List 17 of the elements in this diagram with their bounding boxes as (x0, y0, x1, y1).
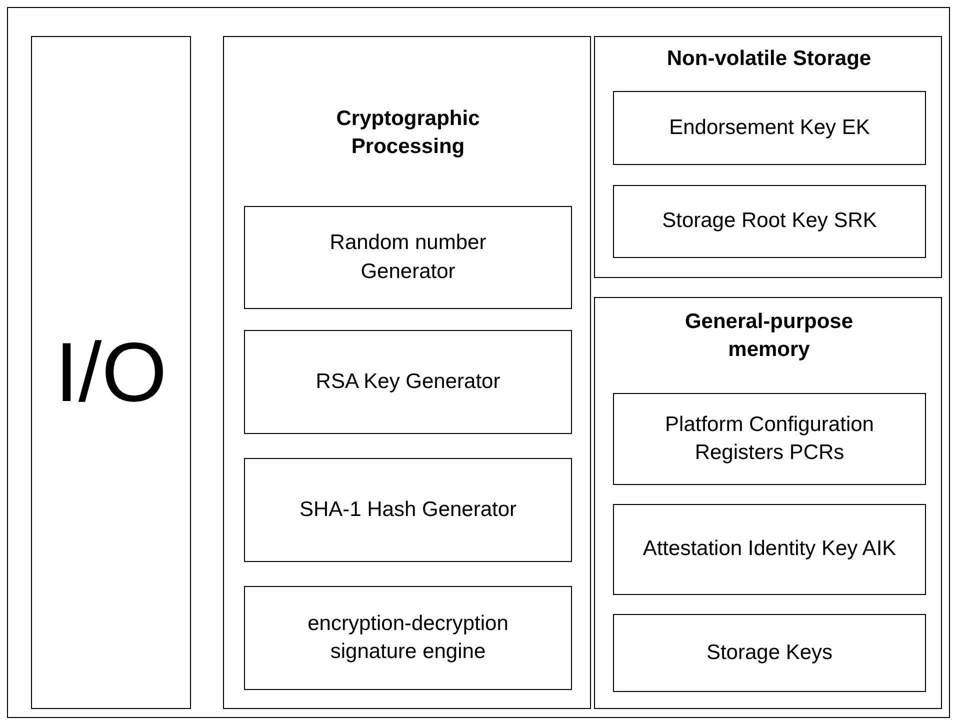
group-title: Cryptographic Processing (335, 106, 481, 160)
group-box (223, 36, 591, 709)
group-box (594, 36, 942, 278)
group-box (594, 297, 942, 709)
group-title: Non-volatile Storage (666, 46, 872, 72)
component-box: RSA Key Generator (244, 330, 572, 434)
component-box: Storage Root Key SRK (613, 185, 926, 258)
component-box: I/O (31, 36, 191, 709)
group-title: General-purpose memory (684, 309, 854, 364)
component-box: Random number Generator (244, 206, 572, 309)
component-box: Attestation Identity Key AIK (613, 504, 926, 595)
component-box: Endorsement Key EK (613, 91, 926, 165)
component-box: Platform Configuration Registers PCRs (613, 393, 926, 485)
frame-box (7, 7, 950, 718)
component-box: encryption-decryption signature engine (244, 586, 572, 690)
component-box: Storage Keys (613, 614, 926, 692)
component-box: SHA-1 Hash Generator (244, 458, 572, 562)
